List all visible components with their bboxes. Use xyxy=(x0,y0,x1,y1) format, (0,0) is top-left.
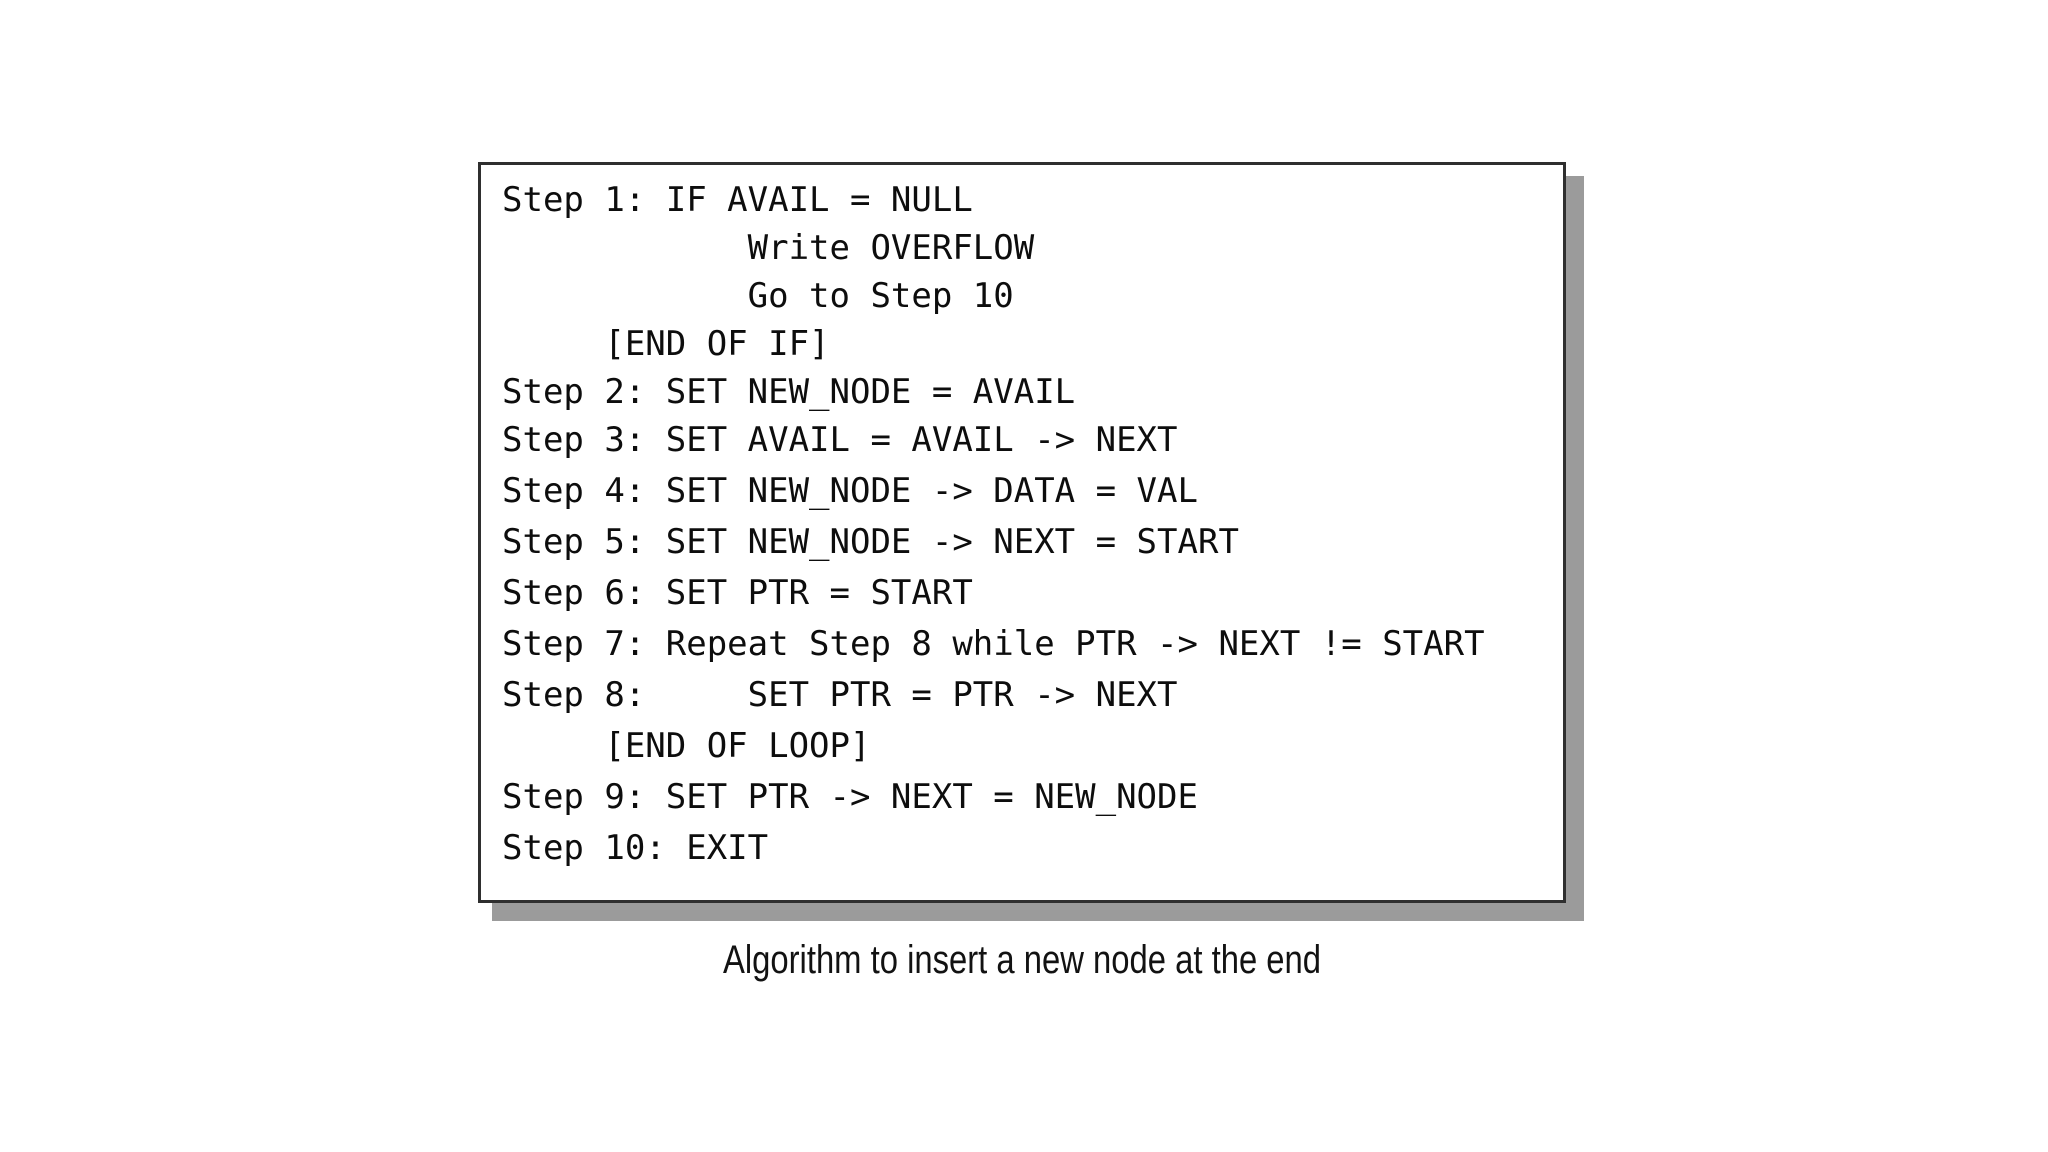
code-line: [END OF IF] xyxy=(502,324,830,364)
code-line: Step 9: SET PTR -> NEXT = NEW_NODE xyxy=(502,777,1198,817)
algorithm-code-block: Step 1: IF AVAIL = NULL Write OVERFLOW G… xyxy=(502,175,1485,874)
code-line: Step 7: Repeat Step 8 while PTR -> NEXT … xyxy=(502,624,1485,664)
code-line: Step 10: EXIT xyxy=(502,828,769,868)
code-line: Go to Step 10 xyxy=(502,276,1014,316)
code-line: Step 1: IF AVAIL = NULL xyxy=(502,180,973,220)
code-line: [END OF LOOP] xyxy=(502,726,871,766)
algorithm-box: Step 1: IF AVAIL = NULL Write OVERFLOW G… xyxy=(478,162,1566,903)
code-line: Step 2: SET NEW_NODE = AVAIL xyxy=(502,372,1076,412)
figure-caption: Algorithm to insert a new node at the en… xyxy=(722,938,1322,982)
code-line: Step 8: SET PTR = PTR -> NEXT xyxy=(502,675,1178,715)
code-line: Step 6: SET PTR = START xyxy=(502,573,973,613)
code-line: Step 5: SET NEW_NODE -> NEXT = START xyxy=(502,522,1239,562)
code-line: Write OVERFLOW xyxy=(502,228,1035,268)
code-line: Step 4: SET NEW_NODE -> DATA = VAL xyxy=(502,471,1198,511)
code-line: Step 3: SET AVAIL = AVAIL -> NEXT xyxy=(502,420,1178,460)
